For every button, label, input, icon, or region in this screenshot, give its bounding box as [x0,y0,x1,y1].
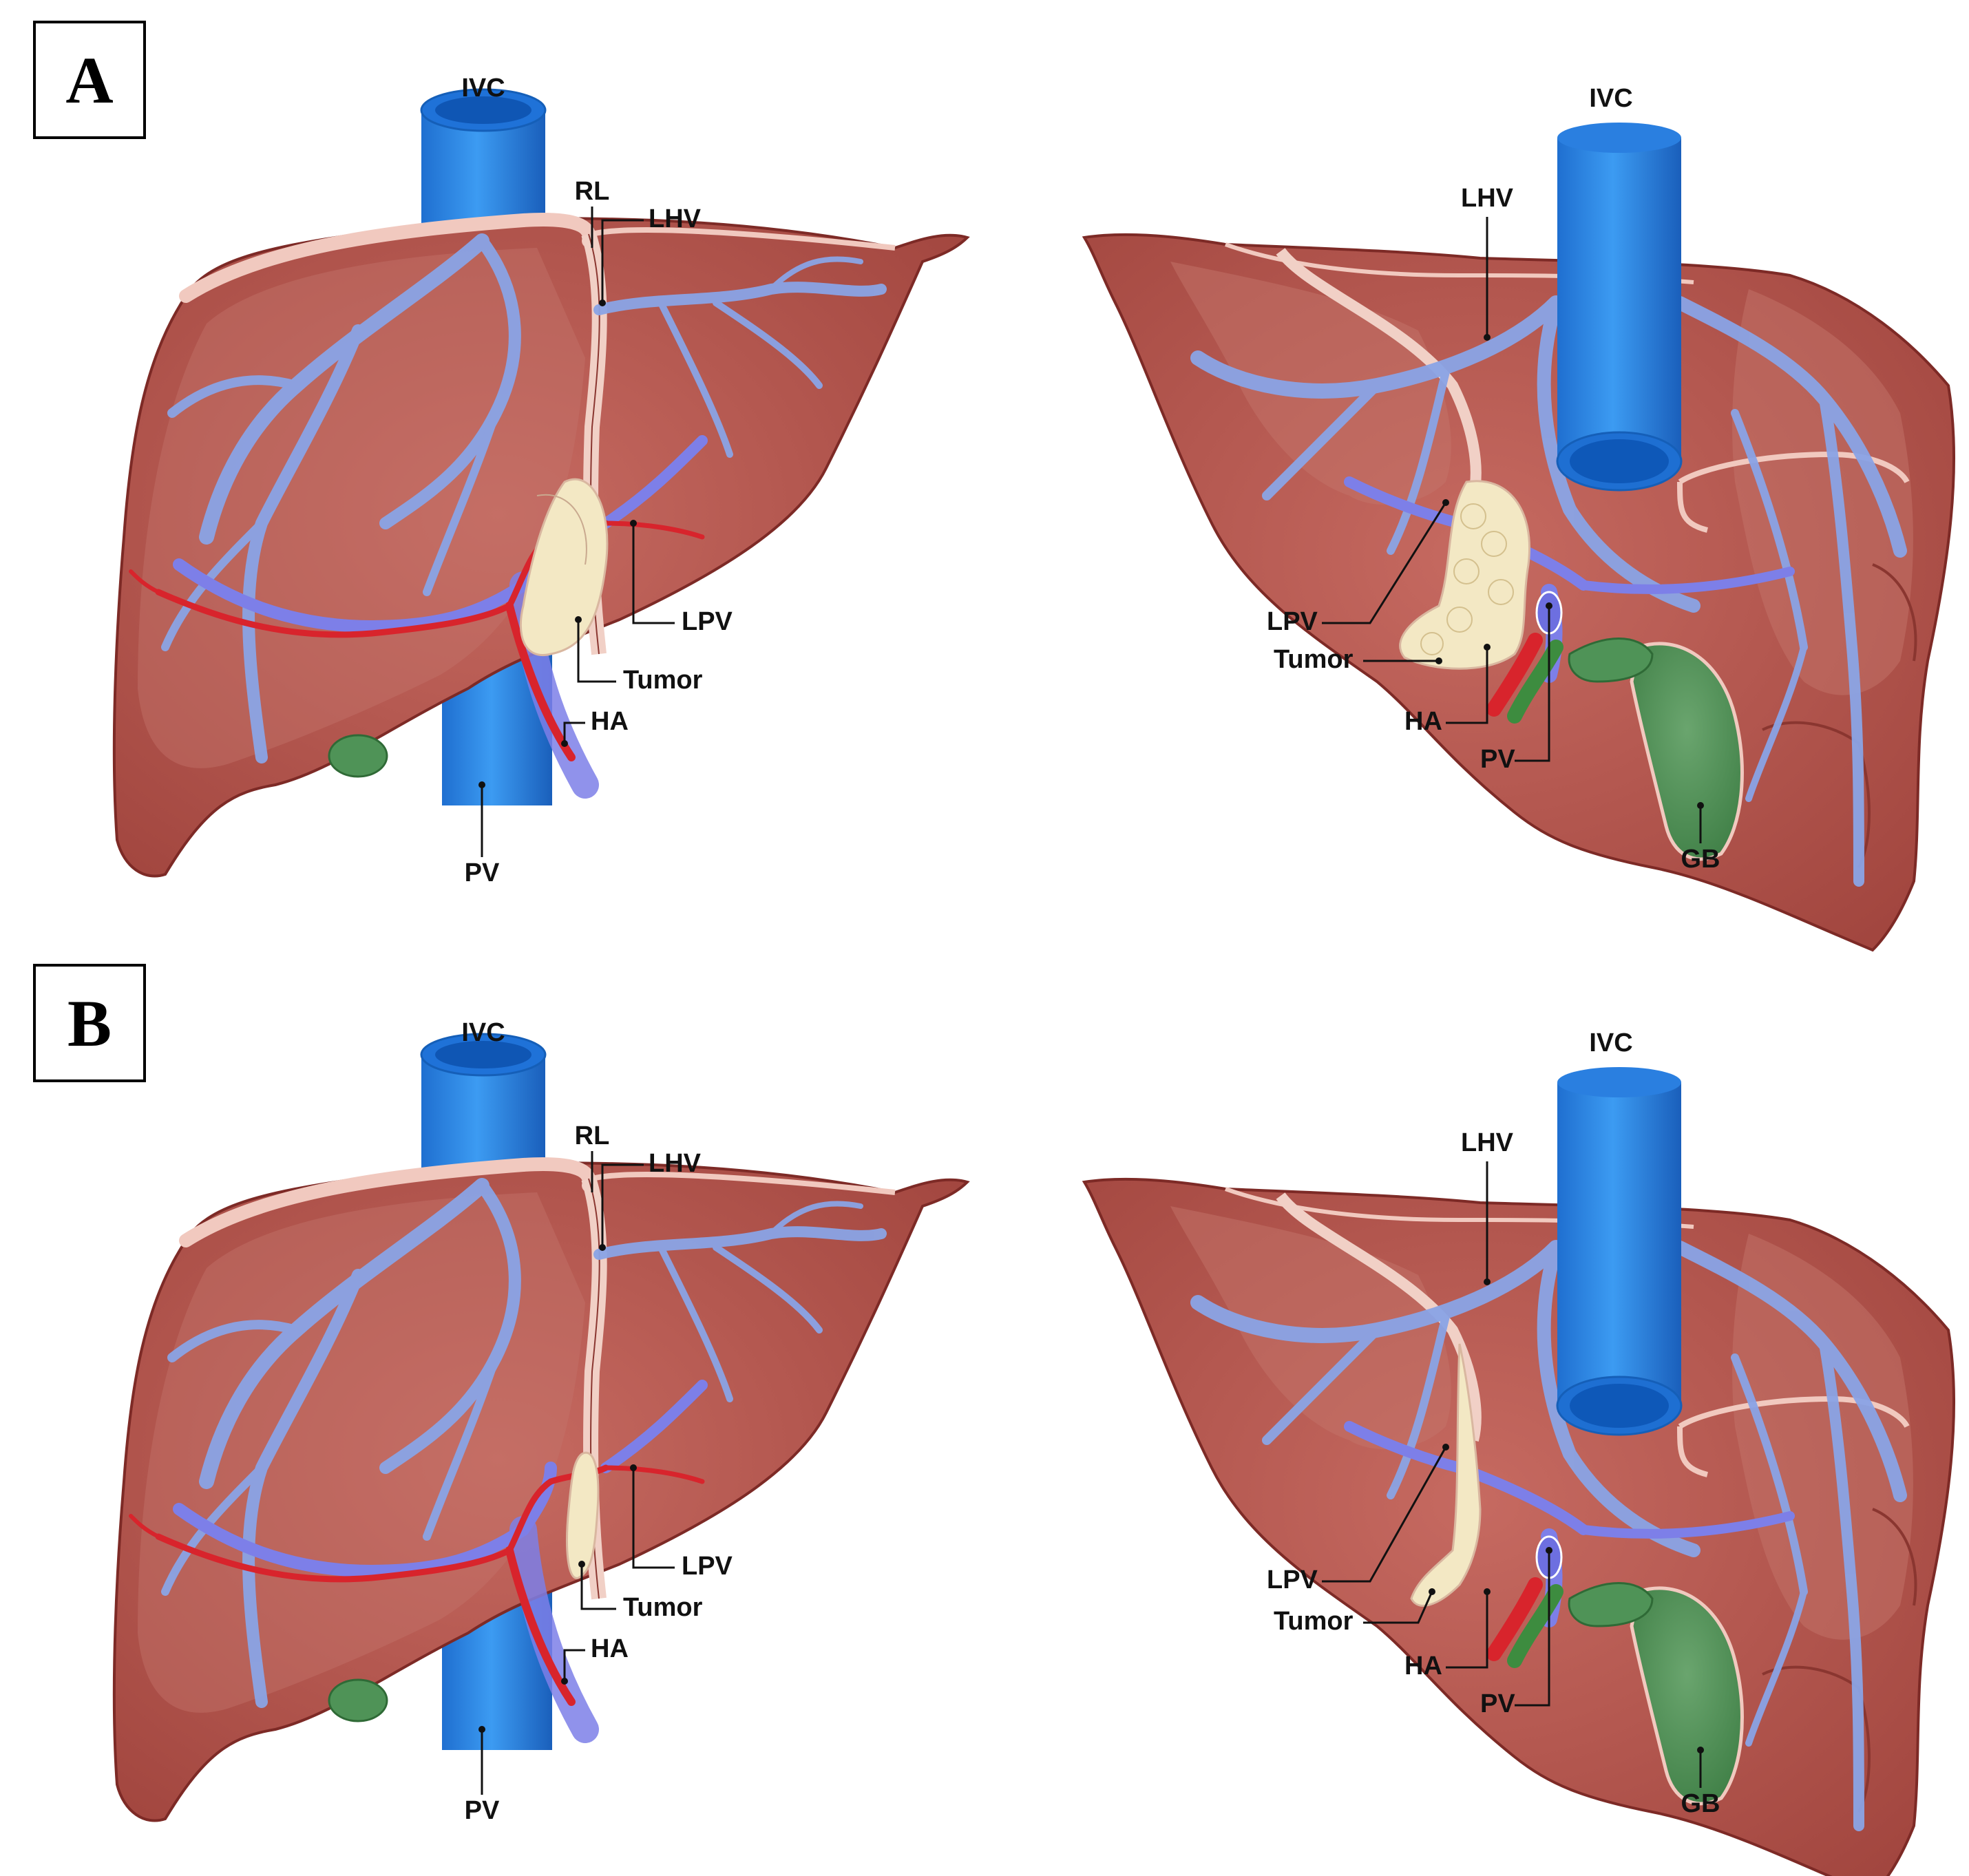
label-pv-b-ant: PV [465,1796,500,1825]
panel-label-a: A [33,21,146,139]
tumor-b-inferior [1410,1343,1482,1607]
label-pv-b-inf: PV [1480,1689,1515,1718]
label-lpv-b-inf: LPV [1267,1566,1318,1594]
label-lpv-a-inf: LPV [1267,607,1318,636]
label-pv-a-inf: PV [1480,745,1515,774]
label-tumor-a-ant: Tumor [623,666,703,695]
label-rl-b: RL [575,1121,610,1150]
label-gb-a: GB [1681,845,1720,874]
label-lhv-a-ant: LHV [649,204,702,233]
label-ivc-a-inf: IVC [1589,84,1632,113]
label-gb-b: GB [1681,1789,1720,1818]
label-rl-a: RL [575,177,610,206]
tumor-b-anterior [566,1451,600,1579]
label-tumor-a-inf: Tumor [1274,645,1354,674]
tumor-a-anterior [519,478,609,656]
label-ha-a-ant: HA [591,707,629,736]
label-tumor-b-inf: Tumor [1274,1607,1354,1636]
label-tumor-b-ant: Tumor [623,1593,703,1622]
panel-a: IVC RL LHV LPV Tumor HA PV IVC LHV LPV T… [114,74,1954,950]
label-pv-a-ant: PV [465,858,500,887]
label-lhv-b-inf: LHV [1461,1128,1514,1157]
label-lpv-a-ant: LPV [682,607,733,636]
panel-b: IVC RL LHV LPV Tumor HA PV IVC LHV LPV T… [114,1018,1954,1876]
label-ivc-b-inf: IVC [1589,1029,1632,1057]
label-ha-b-ant: HA [591,1634,629,1663]
tumor-a-inferior [1399,480,1530,670]
label-lhv-b-ant: LHV [649,1149,702,1178]
label-lpv-b-ant: LPV [682,1552,733,1581]
label-ivc-a-ant: IVC [461,74,505,103]
label-ha-a-inf: HA [1404,707,1442,736]
label-ivc-b-ant: IVC [461,1018,505,1047]
label-ha-b-inf: HA [1404,1652,1442,1680]
panel-label-b: B [33,964,146,1082]
label-lhv-a-inf: LHV [1461,184,1514,213]
